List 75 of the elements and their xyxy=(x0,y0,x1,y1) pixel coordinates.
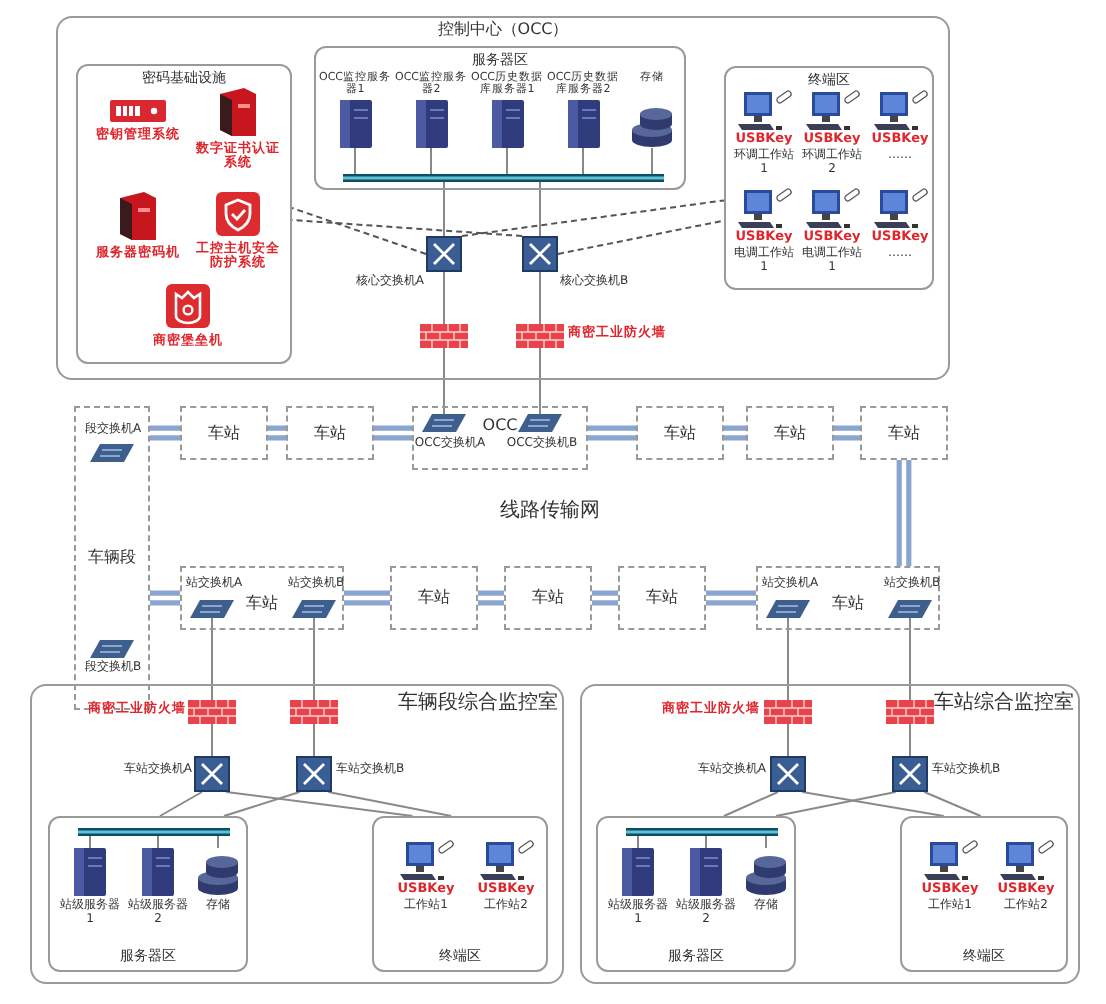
zone-box xyxy=(314,46,686,190)
station-label: OCC xyxy=(482,416,518,435)
dashed-link xyxy=(291,207,427,255)
room-title: 车站综合监控室 xyxy=(934,692,1074,715)
network-link xyxy=(787,617,789,701)
zone-box xyxy=(372,816,548,972)
double-link xyxy=(589,590,621,606)
station-label: 车站 xyxy=(418,588,450,607)
double-link xyxy=(147,425,183,441)
station-box xyxy=(180,566,344,630)
network-link xyxy=(327,791,453,817)
double-link xyxy=(585,425,639,441)
station-label: 车站 xyxy=(774,423,806,442)
station-box xyxy=(618,566,706,630)
network-link xyxy=(211,723,213,757)
station-label: 车站 xyxy=(208,423,240,442)
station-box xyxy=(390,566,478,630)
double-link xyxy=(147,590,183,606)
network-link xyxy=(801,791,945,817)
network-link xyxy=(443,189,445,237)
network-link xyxy=(775,791,897,817)
station-box xyxy=(504,566,592,630)
station-box xyxy=(756,566,940,630)
network-link xyxy=(539,347,541,415)
room-box xyxy=(30,684,564,984)
zone-title: 控制中心（OCC） xyxy=(437,20,569,39)
double-link xyxy=(896,457,912,569)
double-link xyxy=(831,425,863,441)
zone-box xyxy=(76,64,292,364)
station-label: 车站 xyxy=(888,423,920,442)
double-link xyxy=(703,590,759,606)
network-link xyxy=(923,791,982,817)
station-label: 车站 xyxy=(246,594,278,613)
dashed-link xyxy=(291,219,523,237)
network-link xyxy=(539,271,541,325)
network-link xyxy=(539,189,541,237)
station-label: 车站 xyxy=(646,588,678,607)
zone-box xyxy=(56,16,950,380)
dashed-link xyxy=(461,199,725,237)
dashed-link xyxy=(557,219,725,255)
network-link xyxy=(909,617,911,701)
network-link xyxy=(313,723,315,757)
note-label: 线路传输网 xyxy=(500,500,600,523)
network-link xyxy=(909,723,911,757)
room-title: 车辆段综合监控室 xyxy=(398,692,558,715)
station-box xyxy=(180,406,268,460)
network-link xyxy=(787,723,789,757)
room-box xyxy=(580,684,1080,984)
network-link xyxy=(223,791,301,817)
network-link xyxy=(225,791,414,817)
station-label: 车站 xyxy=(664,423,696,442)
network-link xyxy=(443,347,445,415)
station-box xyxy=(860,406,948,460)
network-link xyxy=(211,617,213,701)
station-box xyxy=(286,406,374,460)
double-link xyxy=(341,590,393,606)
station-label: 车站 xyxy=(832,594,864,613)
network-link xyxy=(723,791,779,817)
zone-box xyxy=(48,816,248,972)
station-box xyxy=(746,406,834,460)
network-link xyxy=(313,617,315,701)
station-label: 车站 xyxy=(314,423,346,442)
zone-box xyxy=(900,816,1068,972)
station-box xyxy=(636,406,724,460)
station-box xyxy=(412,406,588,470)
station-label: 车辆段 xyxy=(88,548,136,567)
zone-box xyxy=(596,816,796,972)
network-link xyxy=(443,271,445,325)
zone-box xyxy=(724,66,934,290)
double-link xyxy=(475,590,507,606)
double-link xyxy=(265,425,289,441)
station-label: 车站 xyxy=(532,588,564,607)
double-link xyxy=(721,425,749,441)
double-link xyxy=(371,425,415,441)
network-link xyxy=(159,791,203,817)
